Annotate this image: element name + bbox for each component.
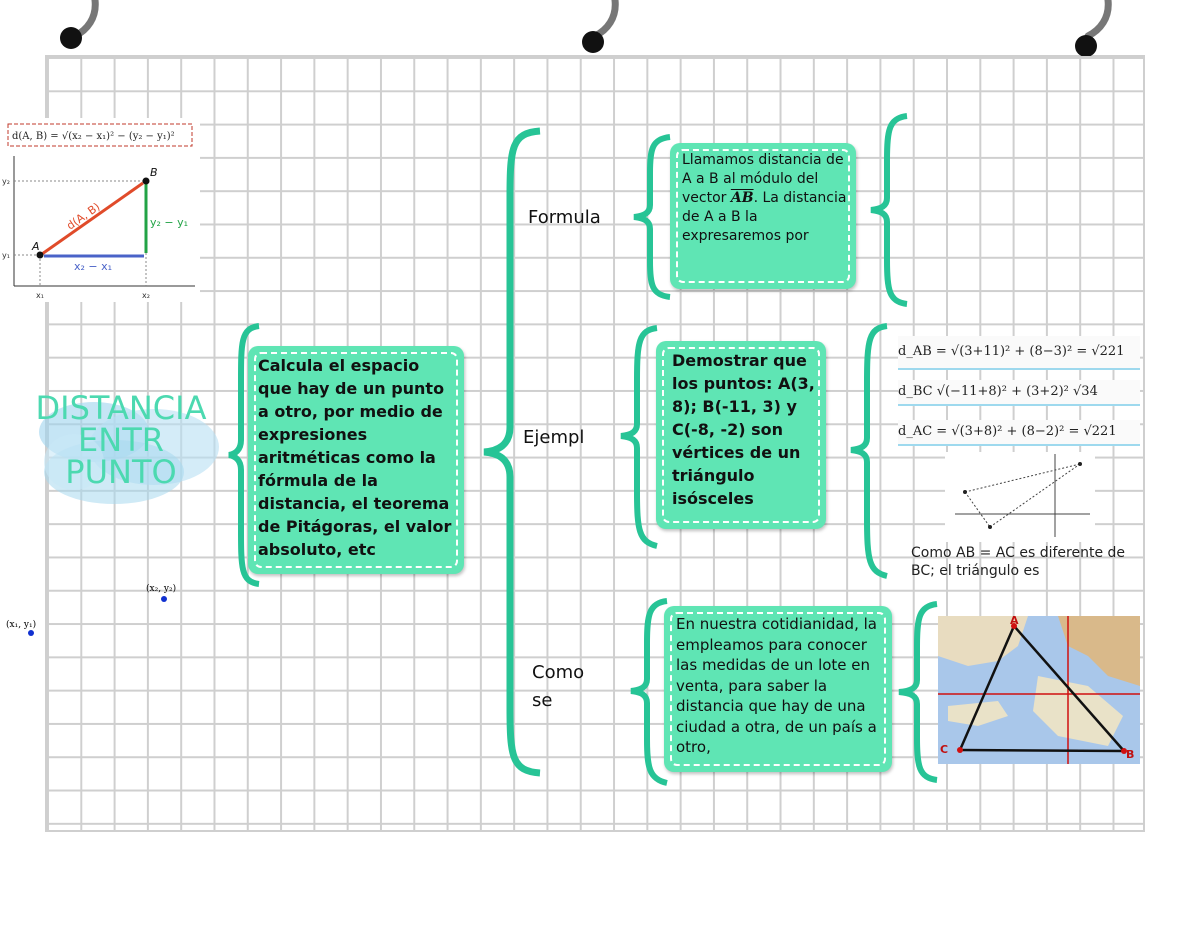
point-b-label: B [150,166,158,179]
main-brace-icon [228,323,260,587]
central-brace-icon [483,127,541,777]
distance-formula-figure: d(A, B) = √(x₂ − x₁)² − (y₂ − y₁)² A B d… [0,118,200,302]
formula-text-b: . La distancia de A a B la expresaremos … [682,190,847,244]
ejemplo-box: Demostrar que los puntos: A(3, 8); B(-11… [656,341,826,529]
como-right-brace-icon [898,601,938,783]
title-line-3: PUNTO [65,453,177,491]
map-triangle-figure: A C B [938,616,1140,764]
main-definition-box: Calcula el espacio que hay de un punto a… [248,346,464,574]
x2-tick: x₂ [142,291,150,300]
point-a-label: A [31,240,40,253]
ejemplo-brace-icon [620,325,658,549]
vector-ab: AB [730,190,754,206]
map-label-a: A [1010,616,1019,627]
branch-label-como: Como se [532,662,585,711]
como-text: En nuestra cotidianidad, la empleamos pa… [676,615,877,756]
branch-label-ejemplo: Ejempl [523,427,585,448]
dashed-border [662,347,820,523]
point-1-dot [28,630,34,636]
ejemplo-right-brace-icon [850,323,888,579]
dy-label: y₂ − y₁ [150,216,188,229]
branch-label-formula: Formula [528,207,601,228]
point-2-dot [161,596,167,602]
y2-tick: y₂ [2,177,10,186]
title-line-1: DISTANCIA [35,389,207,427]
formula-equation: d(A, B) = √(x₂ − x₁)² − (y₂ − y₁)² [12,131,175,142]
point-1-label: (x₁, y₁) [6,620,37,630]
example-conclusion-note: Como AB = AC es diferente de BC; el triá… [911,545,1126,579]
x1-tick: x₁ [36,291,44,300]
binder-ring-icon [1075,0,1112,56]
formula-text-a: Llamamos distancia de A a B al módulo de… [682,152,844,206]
ejemplo-text: Demostrar que los puntos: A(3, 8); B(-11… [672,351,815,508]
como-brace-icon [630,598,668,786]
formula-right-brace-icon [870,113,908,307]
point-2-label: (x₂, y₂) [146,584,177,594]
triangle-sketch-figure [945,452,1095,542]
watercolor-cloud-icon [39,402,219,504]
title-line-2: ENTR [78,421,164,459]
map-label-c: C [940,743,948,756]
formula-brace-icon [633,134,671,300]
main-definition-text: Calcula el espacio que hay de un punto a… [258,356,452,559]
dashed-border [254,352,458,568]
dashed-border [676,149,850,283]
binder-ring-icon [60,0,99,49]
math-row-dbc: d_BC √(−11+8)² + (3+2)² √34 [898,380,1140,406]
dashed-border [670,612,886,766]
formula-box: Llamamos distancia de A a B al módulo de… [670,143,856,289]
como-box: En nuestra cotidianidad, la empleamos pa… [664,606,892,772]
dx-label: x₂ − x₁ [74,260,112,273]
y1-tick: y₁ [2,251,10,260]
points-figure: (x₁, y₁) (x₂, y₂) [0,580,200,640]
title-cloud: DISTANCIA ENTR PUNTO [6,386,236,526]
map-label-b: B [1126,748,1134,761]
math-row-dab: d_AB = √(3+11)² + (8−3)² = √221 [898,336,1140,370]
binder-ring-icon [582,0,619,53]
math-row-dac: d_AC = √(3+8)² + (8−2)² = √221 [898,420,1140,446]
